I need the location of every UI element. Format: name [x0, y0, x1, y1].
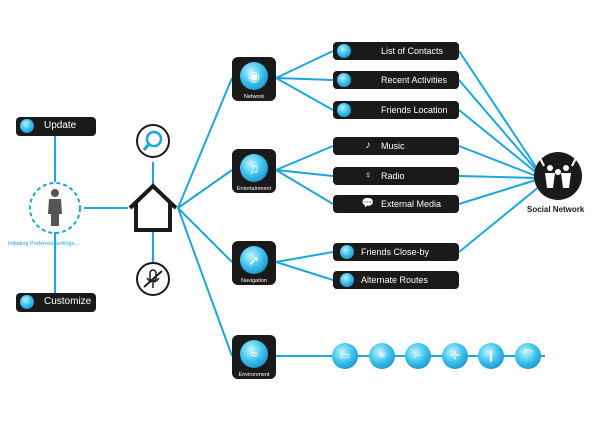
- battery-icon[interactable]: ▭: [332, 343, 358, 369]
- navigation-tile[interactable]: ➚ Navigation: [232, 241, 276, 285]
- fan-icon[interactable]: ✢: [442, 343, 468, 369]
- rss-icon: ◉: [240, 62, 268, 90]
- sun-icon[interactable]: ✳: [369, 343, 395, 369]
- search-icon: [142, 130, 163, 151]
- routes-icon: [340, 273, 354, 287]
- location-pin-icon: [337, 103, 351, 117]
- status-text: Initiating Preferred Settings...: [8, 241, 79, 247]
- compass-icon: ➚: [240, 246, 268, 274]
- activity-icon: [337, 73, 351, 87]
- music-button[interactable]: ♪ Music: [333, 137, 459, 155]
- friends-location-button[interactable]: Friends Location: [333, 101, 459, 119]
- recent-activities-button[interactable]: Recent Activities: [333, 71, 459, 89]
- customize-icon: [20, 295, 34, 309]
- friends-close-by-button[interactable]: Friends Close-by: [333, 243, 459, 261]
- radio-antenna-icon: ♀: [364, 170, 372, 181]
- search-button[interactable]: [136, 124, 170, 158]
- external-media-button[interactable]: 💬 External Media: [333, 195, 459, 213]
- cloud-icon: ≈: [240, 340, 268, 368]
- muted-microphone-icon: [143, 269, 163, 288]
- social-network-icon[interactable]: [534, 152, 582, 200]
- radio-button[interactable]: ♀ Radio: [333, 167, 459, 185]
- music-note-icon: ♪: [365, 140, 371, 151]
- update-icon: [20, 119, 34, 133]
- seat-icon[interactable]: ⌐: [405, 343, 431, 369]
- environment-tile[interactable]: ≈ Environment: [232, 335, 276, 379]
- alternate-routes-button[interactable]: Alternate Routes: [333, 271, 459, 289]
- entertainment-tile[interactable]: ♫ Entertainment: [232, 149, 276, 193]
- social-network-label: Social Network: [527, 205, 585, 214]
- customize-button[interactable]: Customize: [16, 293, 96, 312]
- mic-button[interactable]: [136, 262, 170, 296]
- contacts-icon: [337, 44, 351, 58]
- person-icon: [29, 182, 81, 234]
- music-notes-icon: ♫: [240, 154, 268, 182]
- wiper-icon[interactable]: ⌒: [515, 343, 541, 369]
- home-icon[interactable]: [128, 183, 178, 232]
- location-pin-icon: [340, 245, 354, 259]
- list-of-contacts-button[interactable]: List of Contacts: [333, 42, 459, 60]
- update-button[interactable]: Update: [16, 117, 96, 136]
- thermometer-icon[interactable]: ❙: [478, 343, 504, 369]
- speech-bubble-icon: 💬: [361, 198, 375, 209]
- network-tile[interactable]: ◉ Network: [232, 57, 276, 101]
